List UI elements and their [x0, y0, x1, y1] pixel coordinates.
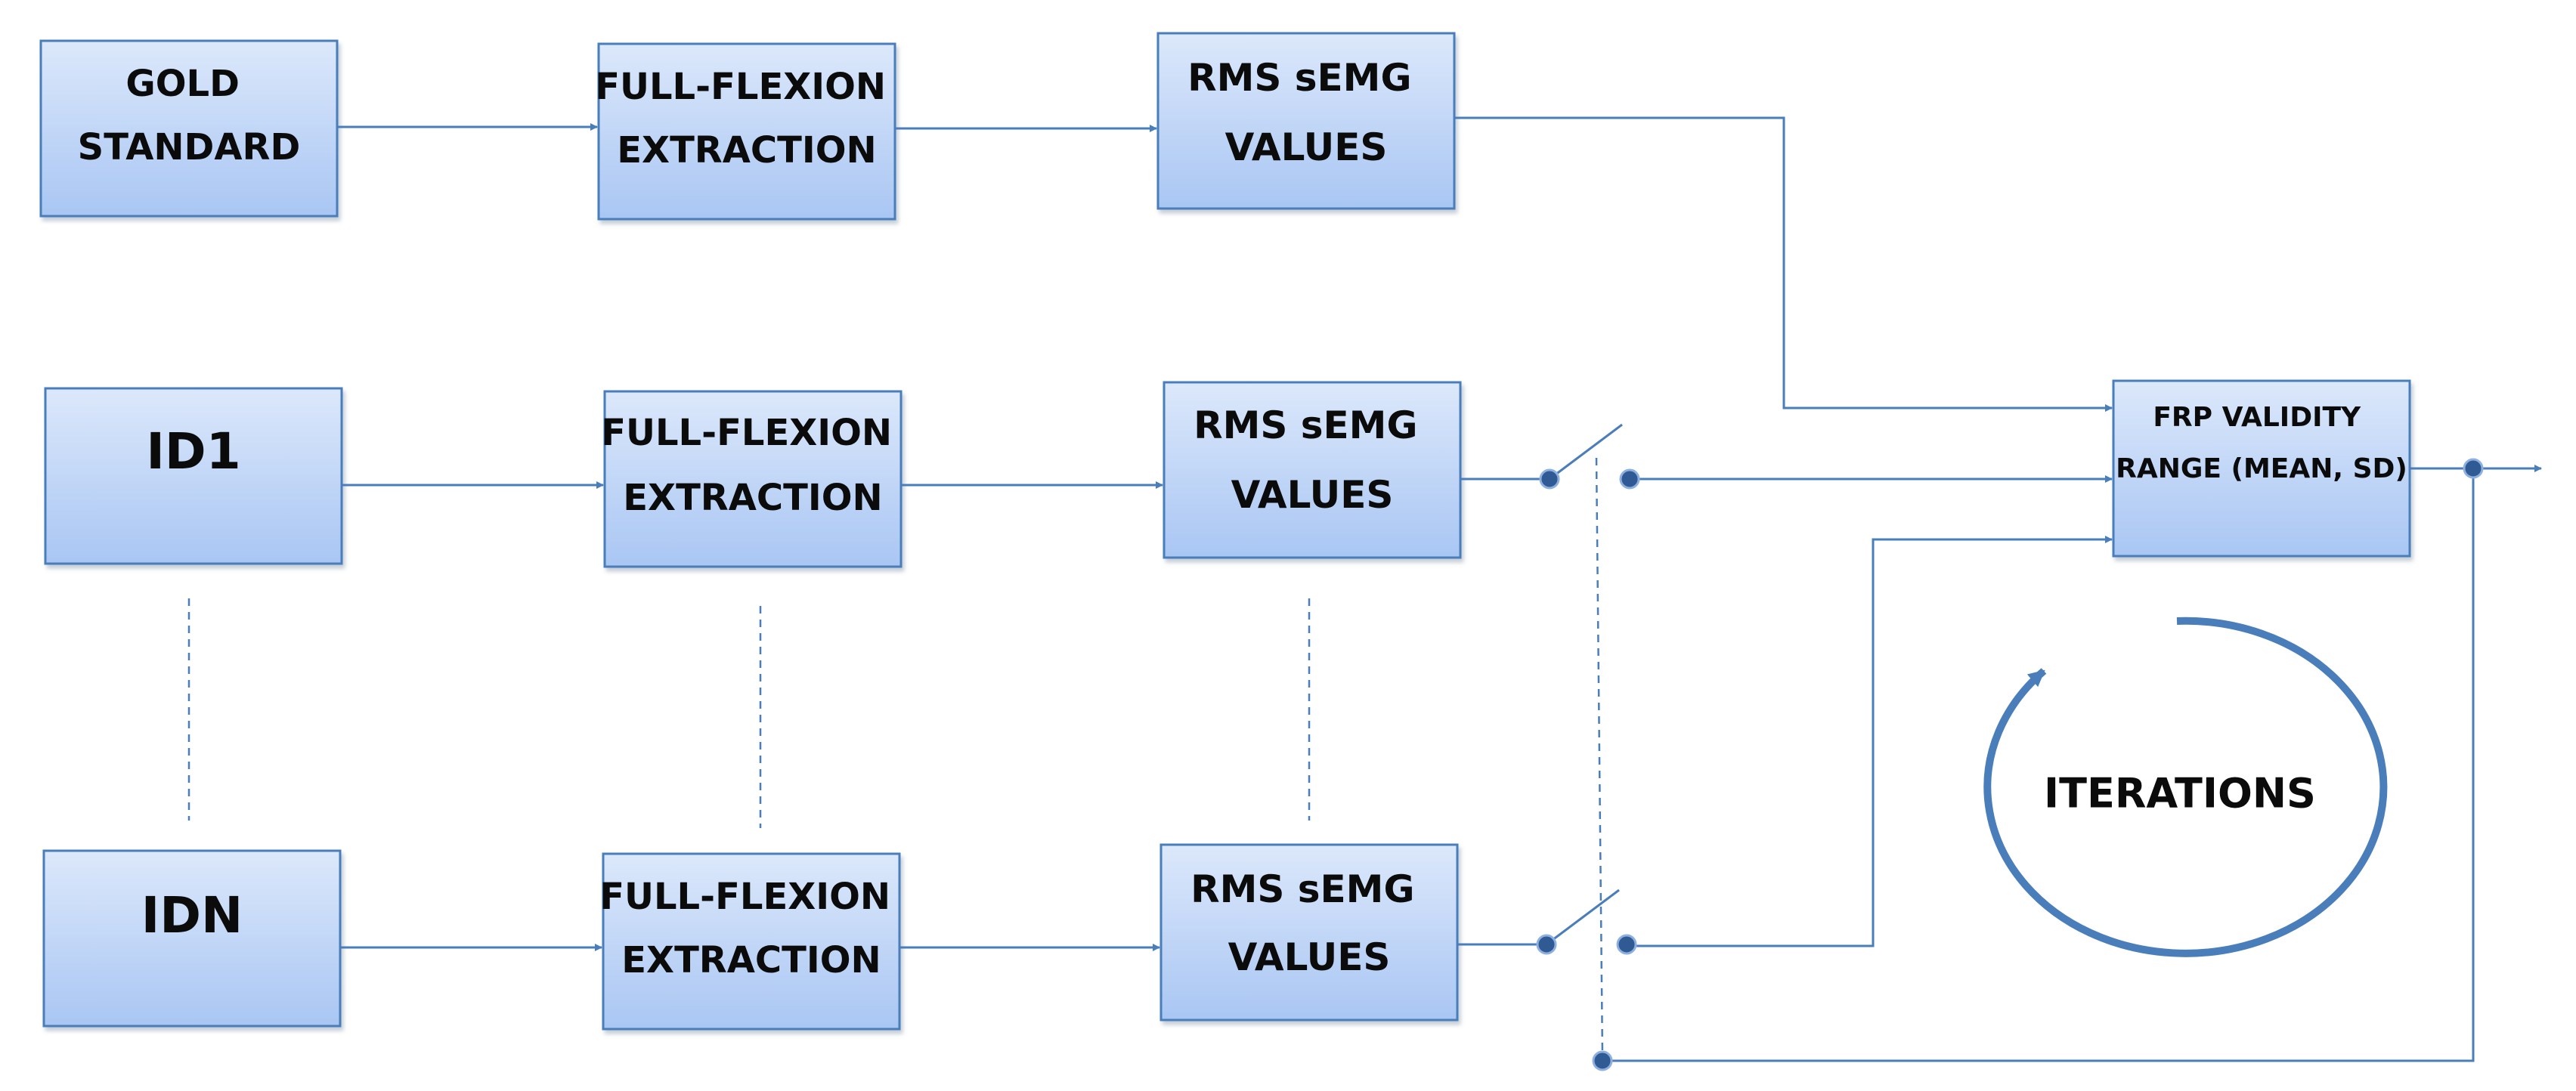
- iterations-loop: ITERATIONS: [1983, 617, 2388, 957]
- frp-validity-box: FRP VALIDITY RANGE (MEAN, SD): [2112, 379, 2411, 558]
- idn-values-line-2: VALUES: [1228, 935, 1391, 979]
- arrow-gold-values-to-frp: [1454, 116, 2113, 412]
- idn-extraction-line-2: EXTRACTION: [621, 939, 881, 981]
- feedback-line: [1602, 468, 2475, 1062]
- id1-values-box: RMS sEMG VALUES: [1163, 381, 1462, 559]
- gold-extraction-line-1: FULL-FLEXION: [595, 66, 886, 108]
- idn-switch-pivot-node: [1536, 934, 1557, 955]
- svg-text:RMS sEMG VALUES: RMS sEMG VALUES: [1194, 403, 1431, 517]
- id1-values-line-2: VALUES: [1231, 473, 1394, 517]
- gold-standard-box: GOLD STANDARD: [39, 39, 339, 218]
- id1-switch-blade: [1549, 423, 1623, 481]
- gold-values-box: RMS sEMG VALUES: [1156, 32, 1456, 210]
- svg-text:IDN: IDN: [141, 886, 243, 944]
- idn-source-label: IDN: [141, 886, 243, 944]
- svg-text:FULL-FLEXION EXTRACTION: FULL-FLEXION EXTRACTION: [595, 66, 899, 172]
- id1-source-label: ID1: [146, 422, 240, 481]
- gold-extraction-line-2: EXTRACTION: [617, 129, 876, 172]
- svg-text:FULL-FLEXION EXTRACTION: FULL-FLEXION EXTRACTION: [599, 876, 903, 981]
- id1-extraction-box: FULL-FLEXION EXTRACTION: [601, 390, 905, 568]
- idn-switch-contact-node: [1616, 934, 1637, 955]
- id1-extraction-line-2: EXTRACTION: [623, 477, 882, 519]
- frp-line-2: RANGE (MEAN, SD): [2116, 453, 2407, 484]
- gold-source-line-2: STANDARD: [78, 126, 301, 168]
- svg-text:RMS sEMG VALUES: RMS sEMG VALUES: [1187, 56, 1425, 169]
- frp-line-1: FRP VALIDITY: [2153, 402, 2361, 433]
- id1-values-line-1: RMS sEMG: [1194, 403, 1417, 447]
- id1-switch-contact-node: [1619, 468, 1640, 490]
- dashed-switch-link: [1595, 457, 1604, 1059]
- id1-box: ID1: [44, 387, 343, 565]
- idn-extraction-box: FULL-FLEXION EXTRACTION: [599, 852, 903, 1031]
- idn-box: IDN: [42, 849, 342, 1028]
- idn-switch-blade: [1546, 889, 1620, 946]
- arrow-idn-switch-to-frp: [1627, 536, 2113, 947]
- id1-switch-pivot-node: [1539, 468, 1560, 490]
- idn-values-line-1: RMS sEMG: [1190, 867, 1414, 911]
- feedback-node: [1592, 1050, 1613, 1071]
- svg-text:RMS sEMG VALUES: RMS sEMG VALUES: [1190, 867, 1428, 979]
- idn-values-box: RMS sEMG VALUES: [1160, 843, 1459, 1021]
- gold-extraction-box: FULL-FLEXION EXTRACTION: [595, 42, 899, 221]
- iterations-loop-arrow: [1983, 617, 2388, 957]
- svg-text:FULL-FLEXION EXTRACTION: FULL-FLEXION EXTRACTION: [601, 412, 905, 519]
- svg-text:ID1: ID1: [146, 422, 240, 481]
- gold-values-line-1: RMS sEMG: [1187, 56, 1411, 100]
- svg-text:GOLD STANDARD: GOLD STANDARD: [78, 63, 301, 168]
- frp-output-node: [2463, 458, 2484, 479]
- idn-extraction-line-1: FULL-FLEXION: [599, 876, 890, 918]
- gold-values-line-2: VALUES: [1225, 125, 1388, 169]
- iterations-label: ITERATIONS: [2044, 770, 2316, 817]
- svg-text:FRP VALIDITY RANGE (MEAN: FRP VALIDITY RANGE (MEAN, SD): [2116, 402, 2407, 484]
- id1-extraction-line-1: FULL-FLEXION: [601, 412, 892, 454]
- gold-source-line-1: GOLD: [125, 63, 240, 105]
